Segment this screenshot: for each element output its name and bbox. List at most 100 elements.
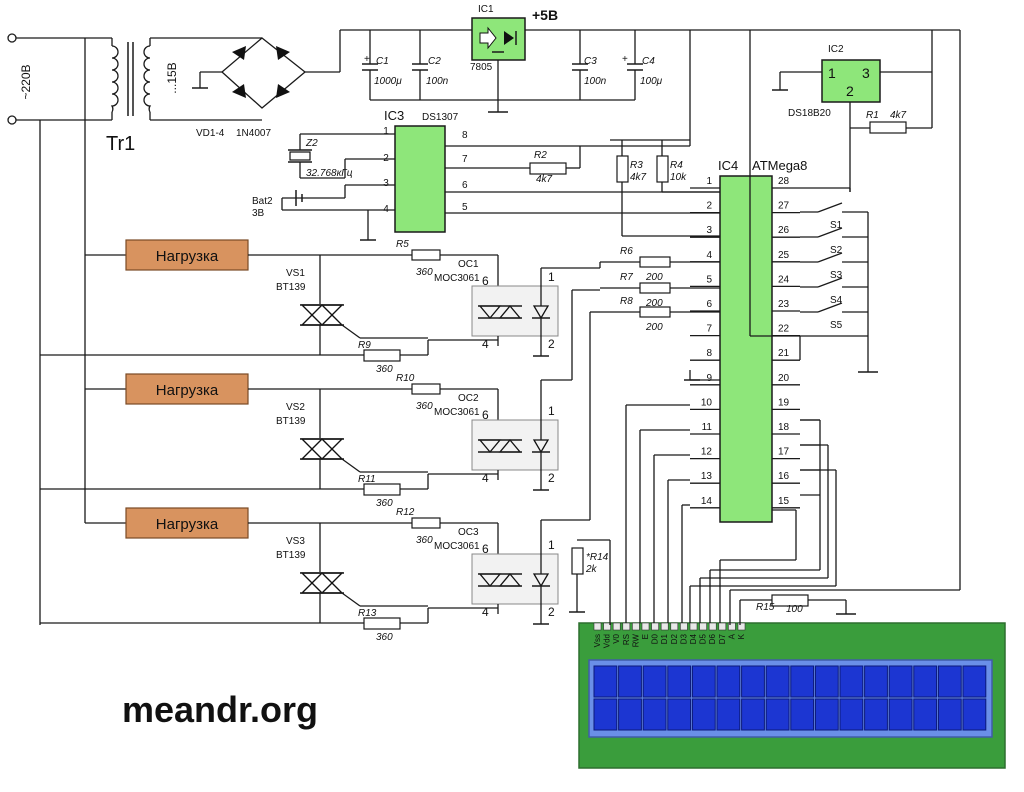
- transformer-label: Tr1: [106, 133, 135, 155]
- lcd-char-cell: [913, 698, 938, 731]
- transformer-tr1: Tr1 ...15В: [106, 37, 262, 155]
- switch-contact: [817, 302, 843, 313]
- oc-part: MOC3061: [434, 273, 480, 284]
- gate-resistor-value: 200: [645, 272, 663, 283]
- r4-label: R4: [670, 160, 683, 171]
- triac-icon: [300, 572, 344, 594]
- mcu-pin-9: 9: [706, 373, 712, 384]
- switch-s5: S5: [830, 320, 843, 331]
- lcd-pin-pad: [612, 622, 621, 631]
- oc-pin-6: 6: [482, 408, 489, 422]
- r14-label: *R14: [586, 552, 609, 563]
- resistor-r6: [639, 256, 671, 268]
- lcd-pin-pad: [708, 622, 717, 631]
- lcd-pin-vdd: Vdd: [603, 634, 612, 648]
- switch-s1: S1: [830, 220, 843, 231]
- switch-contact: [817, 252, 843, 263]
- r3-value: 4k7: [630, 172, 647, 183]
- resistor-r12: [411, 517, 441, 529]
- mcu-pin-22: 22: [778, 324, 790, 335]
- mcu-pin-7: 7: [706, 324, 712, 335]
- lcd-pin-d4: D4: [689, 633, 698, 644]
- mcu-pin-15: 15: [778, 496, 790, 507]
- lcd-pin-pad: [689, 622, 698, 631]
- lcd-char-cell: [913, 665, 938, 698]
- resistor-r10: [411, 383, 441, 395]
- resistor-r5: [411, 249, 441, 261]
- diode-icon: [276, 84, 290, 98]
- gate-resistor-label: R6: [620, 246, 633, 257]
- lcd-pin-pad: [699, 622, 707, 631]
- lcd-char-cell: [691, 698, 716, 731]
- lcd-char-cell: [593, 698, 618, 731]
- c3-value: 100n: [584, 76, 607, 87]
- oc-pin-6: 6: [482, 274, 489, 288]
- oc-name: OC1: [458, 259, 479, 270]
- lcd-pin-pad: [718, 622, 727, 631]
- r3-label: R3: [630, 160, 643, 171]
- c3-label: C3: [584, 56, 597, 67]
- mains-terminal-2: [7, 115, 17, 125]
- mcu-pin-21: 21: [778, 348, 790, 359]
- site-watermark: meandr.org: [122, 689, 318, 730]
- r-top-value: 360: [416, 267, 433, 278]
- lcd-pin-rs: RS: [622, 634, 631, 645]
- mains-terminal-1: [7, 33, 17, 43]
- lcd-pin-pad: [728, 622, 736, 631]
- lcd-char-cell: [962, 665, 987, 698]
- c2-value: 100n: [426, 76, 449, 87]
- lcd-pin-d7: D7: [718, 633, 727, 644]
- ic3-pin-5: 5: [462, 202, 468, 213]
- lcd-display: [593, 665, 987, 731]
- diode-icon: [232, 84, 246, 98]
- gate-resistor-label: R7: [620, 272, 633, 283]
- c1-value: 1000μ: [374, 76, 402, 87]
- resistor-r9: [363, 349, 401, 362]
- r1-label: R1: [866, 110, 879, 121]
- lcd-char-cell: [765, 665, 790, 698]
- mcu-pin-20: 20: [778, 373, 790, 384]
- ds18b20-body: [821, 59, 881, 103]
- resistor-r11: [363, 483, 401, 496]
- ic2-pin1: 1: [828, 65, 836, 81]
- ic3-part: DS1307: [422, 112, 459, 123]
- crystal-name: Z2: [305, 138, 318, 149]
- ic3-pin-1: 1: [383, 126, 389, 137]
- oc-pin-4: 4: [482, 337, 489, 351]
- mcu-pin-23: 23: [778, 299, 790, 310]
- ic2-pin2: 2: [846, 83, 854, 99]
- switch-contact: [817, 227, 843, 238]
- mcu-pin-19: 19: [778, 397, 790, 408]
- mcu-pin-8: 8: [706, 348, 712, 359]
- atmega8-body: [719, 175, 773, 523]
- ds1307-body: [394, 125, 446, 233]
- oc-pin-2: 2: [548, 605, 555, 619]
- r2-value: 4k7: [536, 174, 553, 185]
- resistor-r4: [656, 155, 669, 183]
- ic3-pin-3: 3: [383, 178, 389, 189]
- lcd-pin-d0: D0: [651, 633, 660, 644]
- lcd-char-cell: [618, 698, 642, 731]
- r-top-label: R5: [396, 239, 409, 250]
- lcd-char-cell: [962, 698, 987, 731]
- battery-name: Bat2: [252, 196, 273, 207]
- mcu-pin-12: 12: [701, 447, 713, 458]
- switch-s2: S2: [830, 245, 843, 256]
- lcd-char-cell: [937, 665, 962, 698]
- load-label: Нагрузка: [156, 382, 219, 399]
- lcd-pin-pad: [593, 622, 602, 631]
- lcd-pin-a: A: [727, 633, 736, 639]
- lcd-char-cell: [839, 665, 864, 698]
- gate-resistor-value: 200: [645, 298, 663, 309]
- r2-label: R2: [534, 150, 547, 161]
- lcd-char-cell: [642, 698, 667, 731]
- mcu-pin-6: 6: [706, 299, 712, 310]
- mcu-pin-17: 17: [778, 447, 790, 458]
- triac-part: BT139: [276, 416, 306, 427]
- resistor-r13: [363, 617, 401, 630]
- lcd-pin-pad: [651, 622, 659, 631]
